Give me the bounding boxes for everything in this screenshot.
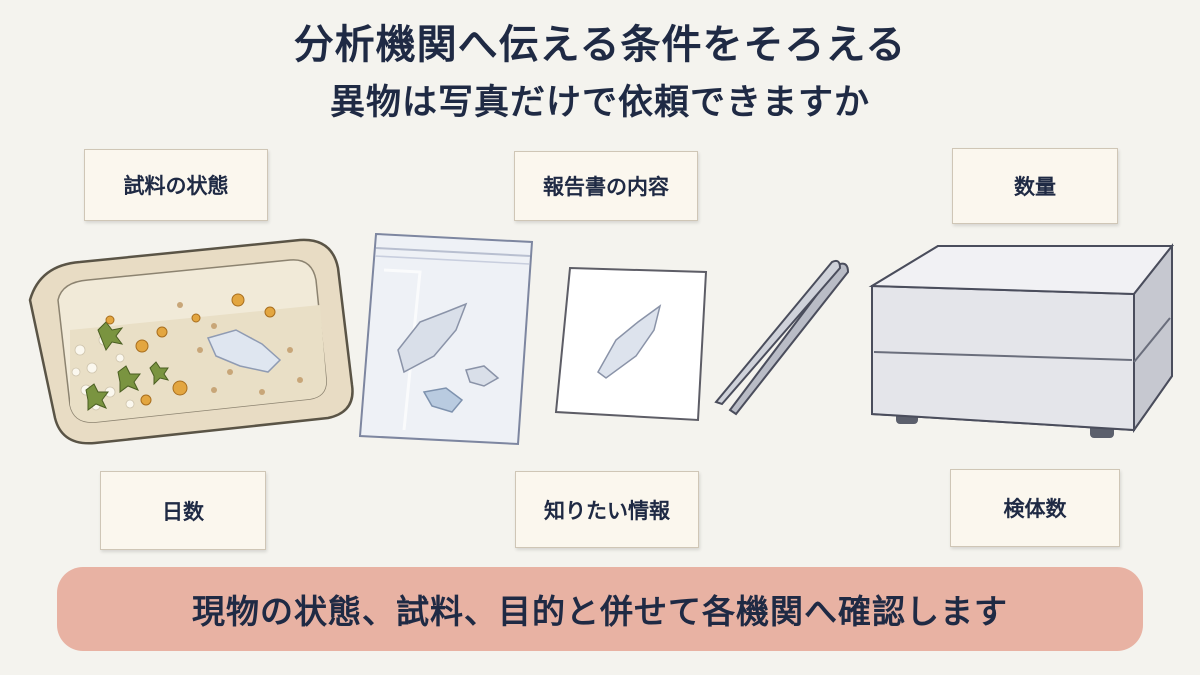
sample-card-icon [554,266,708,422]
page-subtitle: 異物は写真だけで依頼できますか [329,83,870,123]
label-sample-state: 試料の状態 [84,149,268,221]
analysis-device-icon [868,243,1175,438]
tweezers-icon [714,259,850,416]
zip-bag-icon [358,232,534,446]
label-quantity: 数量 [952,148,1118,224]
label-info-wanted: 知りたい情報 [515,471,699,548]
label-sample-count: 検体数 [950,469,1120,547]
label-report-content: 報告書の内容 [514,151,698,221]
summary-banner: 現物の状態、試料、目的と併せて各機関へ確認します [57,567,1143,651]
label-days: 日数 [100,471,266,550]
food-tray-icon [28,238,354,445]
page-title: 分析機関へ伝える条件をそろえる [293,22,907,68]
